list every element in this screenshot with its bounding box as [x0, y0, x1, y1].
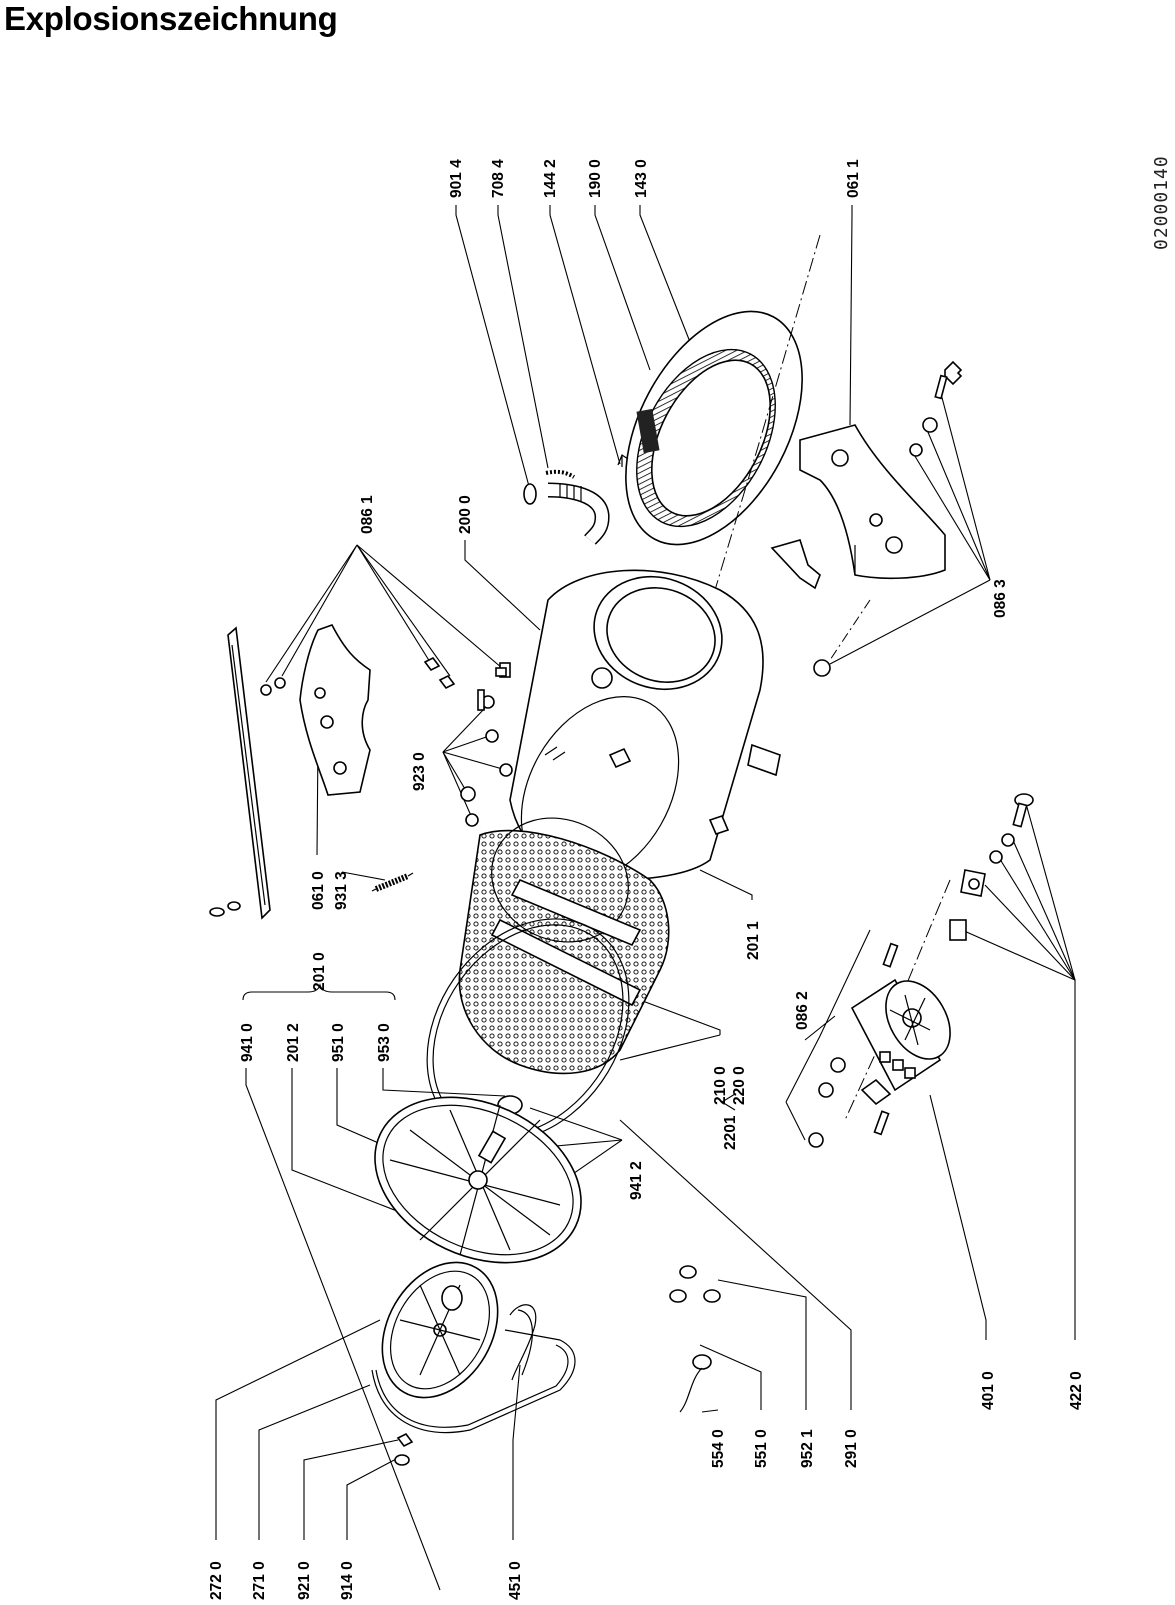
label-272-0: 272 0	[208, 1561, 225, 1600]
label-291-0: 291 0	[843, 1429, 860, 1468]
part-551-0-952-1-554-0	[669, 1265, 721, 1413]
label-914-0: 914 0	[339, 1561, 356, 1600]
label-708-4: 708 4	[490, 159, 507, 198]
label-061-1: 061 1	[845, 159, 862, 198]
part-strut-rail	[209, 626, 271, 920]
label-953-0: 953 0	[376, 1023, 393, 1062]
label-952-1: 952 1	[799, 1429, 816, 1468]
part-061-1-counterweight	[799, 424, 946, 580]
label-921-0: 921 0	[296, 1561, 313, 1600]
part-921-0-914-0	[394, 1432, 414, 1466]
label-931-3: 931 3	[333, 871, 350, 910]
part-200-0-outer-tub	[509, 569, 781, 881]
part-923-0-hardware	[460, 662, 513, 827]
label-086-1: 086 1	[359, 495, 376, 534]
part-210-0-drum	[458, 817, 670, 1075]
part-401-0-motor	[808, 942, 951, 1148]
part-144-2-clamp	[617, 454, 629, 467]
label-144-2: 144 2	[542, 159, 559, 198]
label-201-1: 201 1	[745, 921, 762, 960]
part-708-4-hose	[545, 469, 610, 546]
label-271-0: 271 0	[251, 1561, 268, 1600]
part-190-0-seal	[636, 348, 776, 528]
leader-lines	[215, 205, 1076, 1591]
label-200-0: 200 0	[457, 495, 474, 534]
part-931-3-spring	[371, 872, 414, 892]
part-201-2-drum-back	[374, 1096, 582, 1264]
part-901-4-clip	[523, 483, 537, 505]
label-422-0: 422 0	[1068, 1371, 1085, 1410]
label-086-2: 086 2	[794, 991, 811, 1030]
label-220-0: 220 0	[731, 1066, 748, 1105]
label-451-0: 451 0	[507, 1561, 524, 1600]
label-941-0: 941 0	[239, 1023, 256, 1062]
label-951-0: 951 0	[330, 1023, 347, 1062]
label-210-0: 210 0	[712, 1066, 729, 1105]
page-title: Explosionszeichnung	[4, 0, 338, 37]
label-551-0: 551 0	[753, 1429, 770, 1468]
part-bracket	[770, 539, 821, 590]
label-941-2: 941 2	[628, 1161, 645, 1200]
label-2201: 2201	[722, 1115, 739, 1150]
part-272-0-pulley	[381, 1261, 499, 1399]
label-086-3: 086 3	[992, 579, 1009, 618]
part-451-0-clamp	[509, 1304, 537, 1381]
label-190-0: 190 0	[587, 159, 604, 198]
part-086-1-fasteners	[260, 656, 507, 696]
label-901-4: 901 4	[448, 159, 465, 198]
label-201-0: 201 0	[311, 952, 328, 991]
label-061-0: 061 0	[310, 871, 327, 910]
part-422-0-mounting	[949, 793, 1034, 941]
part-086-3-fasteners	[813, 360, 963, 677]
part-271-0-belt	[371, 1329, 576, 1434]
label-401-0: 401 0	[980, 1371, 997, 1410]
document-id: 02000140	[1151, 155, 1172, 250]
label-923-0: 923 0	[411, 752, 428, 791]
label-143-0: 143 0	[633, 159, 650, 198]
label-554-0: 554 0	[710, 1429, 727, 1468]
part-061-0-counterweight	[299, 624, 371, 796]
label-201-2: 201 2	[285, 1023, 302, 1062]
